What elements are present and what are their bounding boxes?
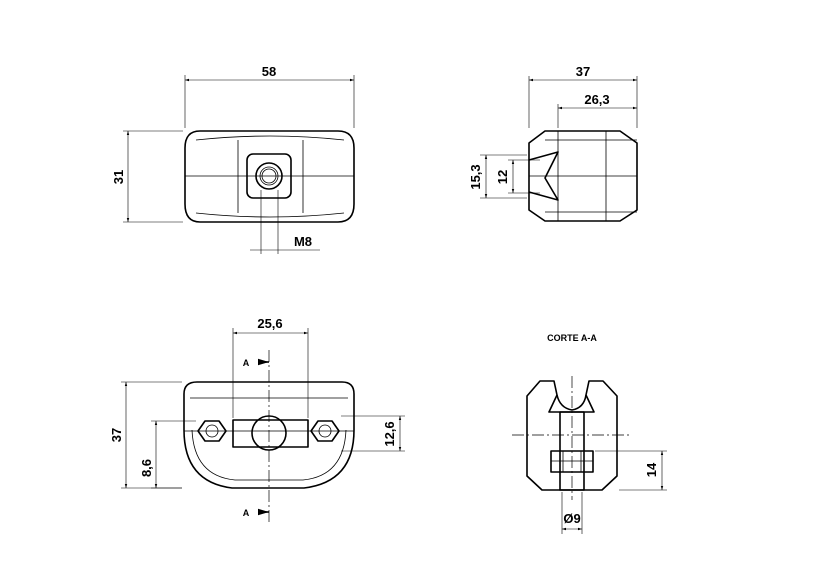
- top-height-label: 31: [111, 170, 126, 184]
- front-spacing-label: 25,6: [257, 316, 282, 331]
- side-inner-slot-label: 12: [495, 170, 510, 184]
- thread-label: M8: [294, 234, 312, 249]
- front-center-height-label: 8,6: [139, 459, 154, 477]
- top-view: 58 31 M8: [111, 64, 355, 254]
- section-mark-bottom: A: [243, 508, 250, 518]
- section-view: CORTE A-A 14 Ø9: [512, 333, 667, 534]
- top-width-label: 58: [262, 64, 276, 79]
- section-mark-top: A: [243, 358, 250, 368]
- front-slot-height-label: 12,6: [382, 421, 397, 446]
- side-outer-slot-label: 15,3: [468, 164, 483, 189]
- side-view: 37 26,3 15,3 12: [468, 64, 638, 222]
- section-title: CORTE A-A: [547, 333, 597, 343]
- side-width-label: 37: [576, 64, 590, 79]
- side-inner-width-label: 26,3: [584, 92, 609, 107]
- section-height-label: 14: [644, 462, 659, 477]
- front-height-label: 37: [109, 428, 124, 442]
- front-view: A A 25,6 37 8,6 12,6: [109, 316, 405, 525]
- section-diameter-label: Ø9: [563, 511, 580, 526]
